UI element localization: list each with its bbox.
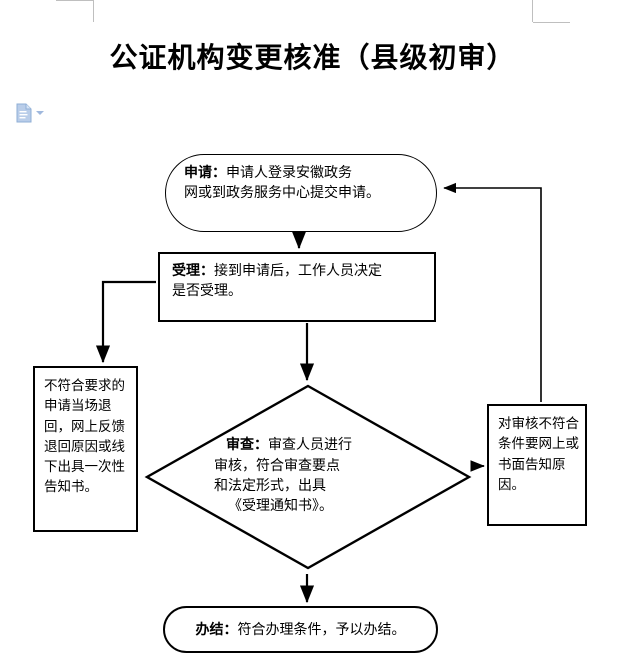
flow-node-review-text: 审查：审查人员进行 审核，符合审查要点 和法定形式，出具 《受理通知书》。 (200, 420, 416, 534)
page-title: 公证机构变更核准（县级初审） (109, 43, 516, 74)
diamond-shape (144, 384, 472, 570)
flow-node-accept-line1: 接到申请后，工作人员决定 (214, 264, 382, 279)
flow-node-apply-text: 申请：申请人登录安徽政务 网或到政务服务中心提交申请。 (166, 155, 436, 205)
flow-node-apply-line2: 网或到政务服务中心提交申请。 (184, 186, 380, 202)
flow-node-review-line3: 和法定形式，出具 (214, 479, 326, 494)
flow-node-accept-label: 受理： (172, 264, 214, 279)
flow-node-accept[interactable]: 受理：接到申请后，工作人员决定 是否受理。 (158, 252, 436, 322)
flow-node-review-line4: 《受理通知书》。 (228, 499, 333, 515)
margin-corner-mark-top-left (56, 0, 94, 22)
flow-node-done[interactable]: 办结：符合办理条件，予以办结。 (163, 606, 438, 653)
flow-node-reject-text: 不符合要求的申请当场退回，网上反馈退回原因或线下出具一次性告知书。 (44, 378, 125, 495)
flow-node-apply-line1: 申请人登录安徽政务 (226, 166, 352, 181)
flow-node-review-line1: 审查人员进行 (268, 438, 352, 454)
paste-options-widget[interactable] (16, 103, 44, 123)
flow-node-review-line2: 审核，符合审查要点 (214, 458, 340, 474)
flow-node-notify-text: 对审核不符合条件要网上或书面告知原因。 (498, 416, 579, 492)
flow-node-review[interactable]: 审查：审查人员进行 审核，符合审查要点 和法定形式，出具 《受理通知书》。 (143, 382, 473, 572)
flow-node-done-label: 办结： (195, 623, 238, 639)
flow-node-accept-line2: 是否受理。 (172, 284, 242, 300)
flow-node-reject[interactable]: 不符合要求的申请当场退回，网上反馈退回原因或线下出具一次性告知书。 (33, 366, 138, 532)
edge-accept-to-reject (95, 280, 156, 364)
flow-node-review-label: 审查： (226, 438, 268, 454)
paste-options-document-icon[interactable] (16, 103, 32, 123)
flow-node-apply-label: 申请： (184, 166, 226, 181)
flow-node-done-text: 办结：符合办理条件，予以办结。 (165, 608, 436, 655)
flow-node-done-line1: 符合办理条件，予以办结。 (237, 623, 406, 639)
flow-node-accept-text: 受理：接到申请后，工作人员决定 是否受理。 (160, 254, 434, 303)
margin-corner-mark-top-right (532, 0, 570, 23)
chevron-down-icon[interactable] (36, 111, 44, 115)
edge-notify-to-apply (443, 182, 542, 402)
flow-node-notify[interactable]: 对审核不符合条件要网上或书面告知原因。 (487, 404, 587, 526)
flow-node-apply[interactable]: 申请：申请人登录安徽政务 网或到政务服务中心提交申请。 (165, 154, 437, 232)
